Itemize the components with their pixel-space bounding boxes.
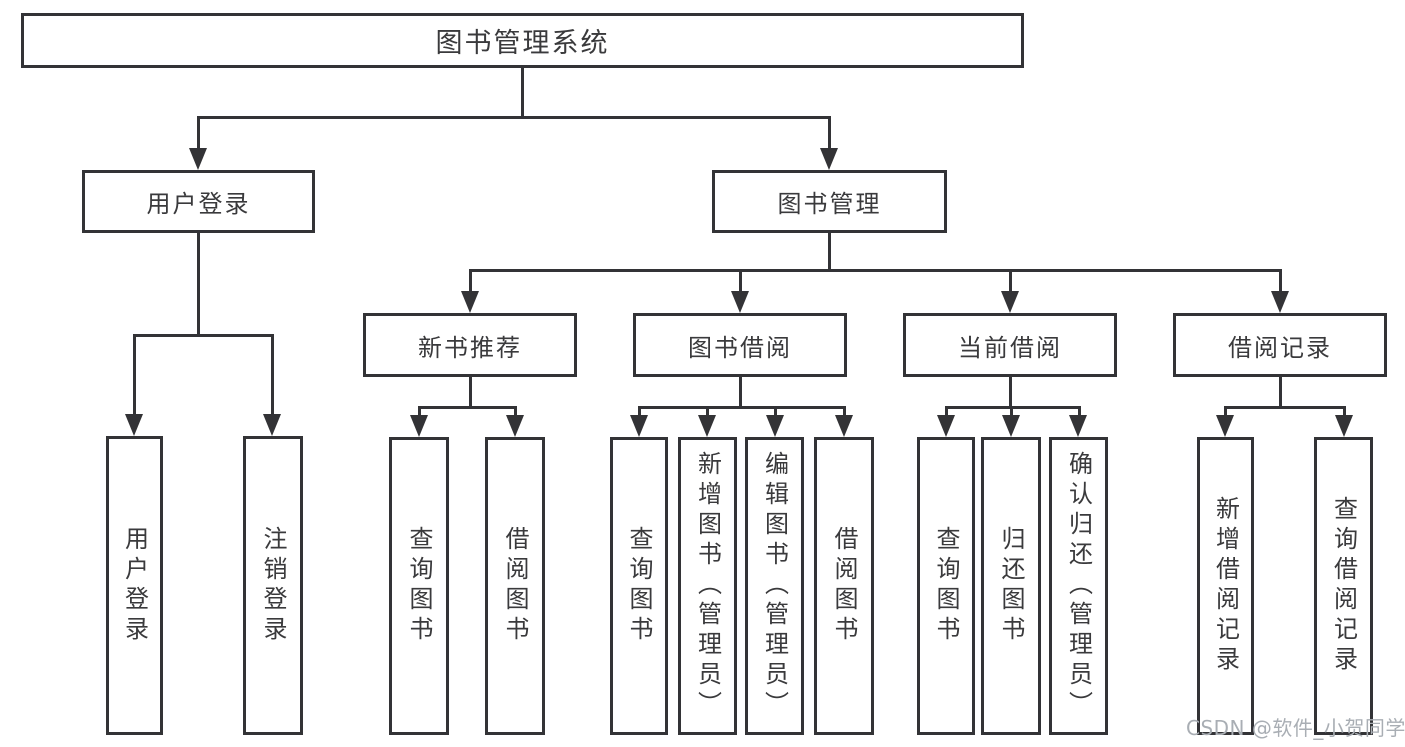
arrow-down-icon bbox=[263, 414, 281, 436]
connector-stem bbox=[705, 406, 709, 418]
connector-user-trunk bbox=[196, 233, 200, 335]
arrow-down-icon bbox=[731, 291, 749, 313]
connector-stem bbox=[944, 406, 948, 418]
connector-stem bbox=[417, 406, 421, 418]
arrow-down-icon bbox=[1271, 291, 1289, 313]
connector-stem bbox=[468, 269, 472, 293]
connector-stem bbox=[637, 406, 641, 418]
arrow-down-icon bbox=[766, 415, 784, 437]
leaf-query-book-1: 查询图书 bbox=[389, 437, 449, 735]
leaf-edit-book-admin: 编辑图书（管理员） bbox=[745, 437, 804, 735]
leaf-confirm-return-admin: 确认归还（管理员） bbox=[1049, 437, 1108, 735]
connector-group-trunk bbox=[468, 377, 472, 407]
connector-level2-rail bbox=[196, 116, 831, 119]
connector-group-trunk bbox=[1278, 377, 1282, 407]
arrow-down-icon bbox=[189, 148, 207, 170]
node-borrowing-records: 借阅记录 bbox=[1173, 313, 1387, 377]
arrow-down-icon bbox=[835, 415, 853, 437]
leaf-query-book-2: 查询图书 bbox=[610, 437, 668, 735]
leaf-query-borrow-record: 查询借阅记录 bbox=[1314, 437, 1373, 735]
leaf-user-login: 用户登录 bbox=[106, 436, 163, 735]
connector-stem bbox=[1223, 406, 1227, 418]
connector-stem bbox=[1009, 406, 1013, 418]
leaf-borrow-book-2: 借阅图书 bbox=[814, 437, 874, 735]
node-new-book-recommendation: 新书推荐 bbox=[363, 313, 577, 377]
connector-mgmt-trunk bbox=[827, 233, 831, 270]
arrow-down-icon bbox=[1001, 291, 1019, 313]
connector-stem bbox=[1278, 269, 1282, 293]
connector-stem bbox=[773, 406, 777, 418]
connector-stem bbox=[513, 406, 517, 418]
arrow-down-icon bbox=[937, 415, 955, 437]
leaf-query-book-3: 查询图书 bbox=[917, 437, 975, 735]
node-user-login: 用户登录 bbox=[82, 170, 315, 233]
connector-user-rail bbox=[132, 334, 274, 337]
node-book-borrowing: 图书借阅 bbox=[633, 313, 847, 377]
connector-stem bbox=[842, 406, 846, 418]
connector-root-trunk bbox=[520, 68, 524, 117]
leaf-add-book-admin: 新增图书（管理员） bbox=[678, 437, 737, 735]
arrow-down-icon bbox=[1216, 415, 1234, 437]
connector-level3-rail bbox=[468, 269, 1282, 272]
connector-stem bbox=[827, 116, 831, 150]
leaf-borrow-book-1: 借阅图书 bbox=[485, 437, 545, 735]
connector-stem bbox=[132, 334, 136, 416]
leaf-logout: 注销登录 bbox=[243, 436, 303, 735]
connector-group-trunk bbox=[1008, 377, 1012, 407]
connector-stem bbox=[1077, 406, 1081, 418]
leaf-add-borrow-record: 新增借阅记录 bbox=[1197, 437, 1254, 735]
connector-group-trunk bbox=[738, 377, 742, 407]
arrow-down-icon bbox=[698, 415, 716, 437]
node-root: 图书管理系统 bbox=[21, 13, 1024, 68]
arrow-down-icon bbox=[461, 291, 479, 313]
arrow-down-icon bbox=[1002, 415, 1020, 437]
node-book-management: 图书管理 bbox=[712, 170, 947, 233]
connector-group-rail bbox=[637, 406, 846, 409]
watermark: CSDN @软件_小贺同学 bbox=[1186, 716, 1405, 740]
connector-group-rail bbox=[417, 406, 517, 409]
arrow-down-icon bbox=[125, 414, 143, 436]
arrow-down-icon bbox=[630, 415, 648, 437]
arrow-down-icon bbox=[1335, 415, 1353, 437]
connector-stem bbox=[1342, 406, 1346, 418]
leaf-return-book: 归还图书 bbox=[981, 437, 1041, 735]
connector-group-rail bbox=[1223, 406, 1346, 409]
connector-stem bbox=[738, 269, 742, 293]
arrow-down-icon bbox=[410, 415, 428, 437]
node-current-borrowing: 当前借阅 bbox=[903, 313, 1117, 377]
connector-stem bbox=[270, 334, 274, 416]
connector-stem bbox=[1008, 269, 1012, 293]
arrow-down-icon bbox=[1069, 415, 1087, 437]
arrow-down-icon bbox=[820, 148, 838, 170]
arrow-down-icon bbox=[506, 415, 524, 437]
connector-stem bbox=[196, 116, 200, 150]
